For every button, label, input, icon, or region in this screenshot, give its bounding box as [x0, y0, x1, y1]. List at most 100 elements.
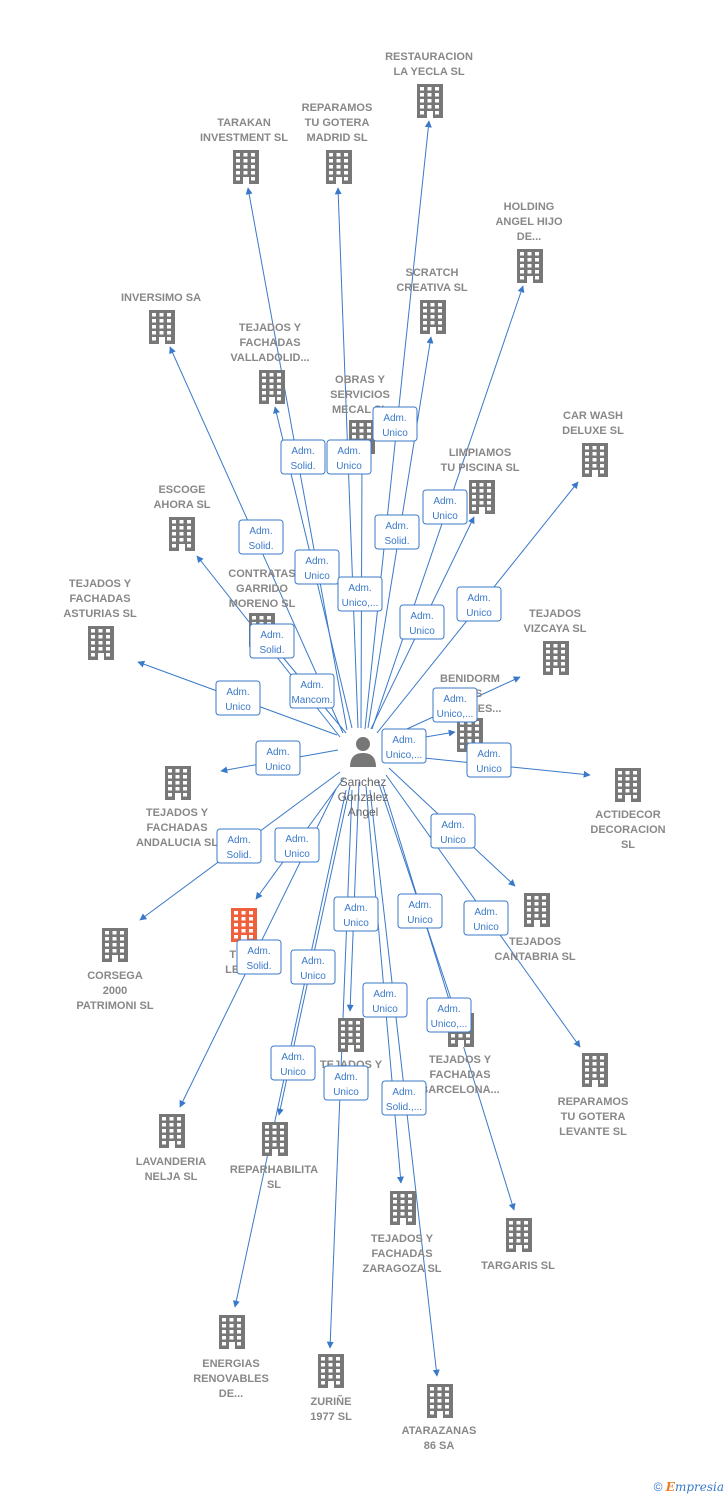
role-badge[interactable]: Adm.Unico [290, 949, 336, 985]
role-badge[interactable]: Adm.Unico [466, 742, 512, 778]
role-badge[interactable]: Adm.Unico [326, 439, 372, 475]
role-badge-text: Adm.Unico [284, 834, 310, 860]
person-name-line: Sanchez [340, 775, 387, 789]
role-badge[interactable]: Adm.Unico,... [381, 728, 427, 764]
role-badge[interactable]: Adm.Unico [422, 489, 468, 525]
role-badge-text-line: Adm. [410, 611, 433, 622]
role-badge-box [430, 813, 476, 849]
role-badge-text: Adm.Unico [382, 413, 408, 439]
role-badge-text: Adm.Unico [280, 1052, 306, 1078]
role-badge-text: Adm.Mancom. [291, 680, 332, 706]
role-badge-box [422, 489, 468, 525]
role-badge[interactable]: Adm.Unico,... [337, 576, 383, 612]
role-badge-box [456, 586, 502, 622]
role-badge-text-line: Unico [225, 702, 251, 713]
role-badge[interactable]: Adm.Mancom. [289, 673, 335, 709]
role-badge[interactable]: Adm.Unico [333, 896, 379, 932]
role-badge[interactable]: Adm.Unico [362, 982, 408, 1018]
role-badge[interactable]: Adm.Solid. [236, 939, 282, 975]
copyright-icon: © [653, 1480, 663, 1494]
role-badge-text-line: Adm. [249, 526, 272, 537]
company-node-inversimo[interactable]: INVERSIMO SA [121, 292, 201, 344]
company-node-targaris[interactable]: TARGARIS SL [481, 1218, 555, 1272]
role-badge-box [397, 893, 443, 929]
role-badge[interactable]: Adm.Unico [270, 1045, 316, 1081]
role-badge[interactable]: Adm.Unico [274, 827, 320, 863]
role-badge[interactable]: Adm.Solid. [249, 623, 295, 659]
role-badge-text: Adm.Unico,... [386, 735, 423, 761]
role-badge-text-line: Adm. [474, 907, 497, 918]
role-badge[interactable]: Adm.Unico [372, 406, 418, 442]
role-badge-text-line: Unico [343, 918, 369, 929]
company-label-line: TU GOTERA [561, 1111, 626, 1123]
role-badge[interactable]: Adm.Unico [323, 1065, 369, 1101]
role-badge[interactable]: Adm.Unico [215, 680, 261, 716]
company-label-line: VIZCAYA SL [524, 623, 587, 635]
company-label-line: PATRIMONI SL [76, 1000, 153, 1012]
role-badge[interactable]: Adm.Solid. [280, 439, 326, 475]
company-label-line: GARRIDO [236, 583, 288, 595]
role-badge-text: Adm.Unico [440, 820, 466, 846]
company-label-line: TEJADOS Y [239, 322, 302, 334]
role-badge[interactable]: Adm.Unico [397, 893, 443, 929]
company-label-line: TEJADOS Y [429, 1054, 492, 1066]
company-label-line: ESCOGE [158, 484, 205, 496]
role-badge[interactable]: Adm.Unico [294, 549, 340, 585]
company-label-line: 2000 [103, 985, 127, 997]
company-label-line: TEJADOS Y [371, 1233, 434, 1245]
company-label-line: 86 SA [424, 1440, 455, 1452]
role-badge[interactable]: Adm.Unico [430, 813, 476, 849]
role-badge[interactable]: Adm.Unico [456, 586, 502, 622]
role-badge[interactable]: Adm.Solid. [374, 514, 420, 550]
role-badge[interactable]: Adm.Unico,... [426, 997, 472, 1033]
role-badge[interactable]: Adm.Solid. [238, 519, 284, 555]
role-badge[interactable]: Adm.Unico [399, 604, 445, 640]
company-label-line: ACTIDECOR [595, 809, 660, 821]
role-badge[interactable]: Adm.Solid.,... [381, 1080, 427, 1116]
role-badge[interactable]: Adm.Unico [463, 900, 509, 936]
role-badge-text-line: Solid.,... [386, 1102, 422, 1113]
person-name-line: Gonzalez [338, 790, 389, 804]
building-icon [582, 443, 608, 477]
footer-brand[interactable]: © Empresia [654, 1480, 724, 1494]
role-badge[interactable]: Adm.Unico [255, 740, 301, 776]
role-badge-box [323, 1065, 369, 1101]
building-icon [615, 768, 641, 802]
person-name-line: Angel [348, 805, 379, 819]
role-badge-text-line: Unico [432, 511, 458, 522]
role-badge-text-line: Solid. [259, 645, 284, 656]
role-badge[interactable]: Adm.Solid. [216, 828, 262, 864]
building-icon [169, 517, 195, 551]
role-badge[interactable]: Adm.Unico,... [432, 687, 478, 723]
role-badge-text: Adm.Unico,... [437, 694, 474, 720]
role-badge-box [255, 740, 301, 776]
